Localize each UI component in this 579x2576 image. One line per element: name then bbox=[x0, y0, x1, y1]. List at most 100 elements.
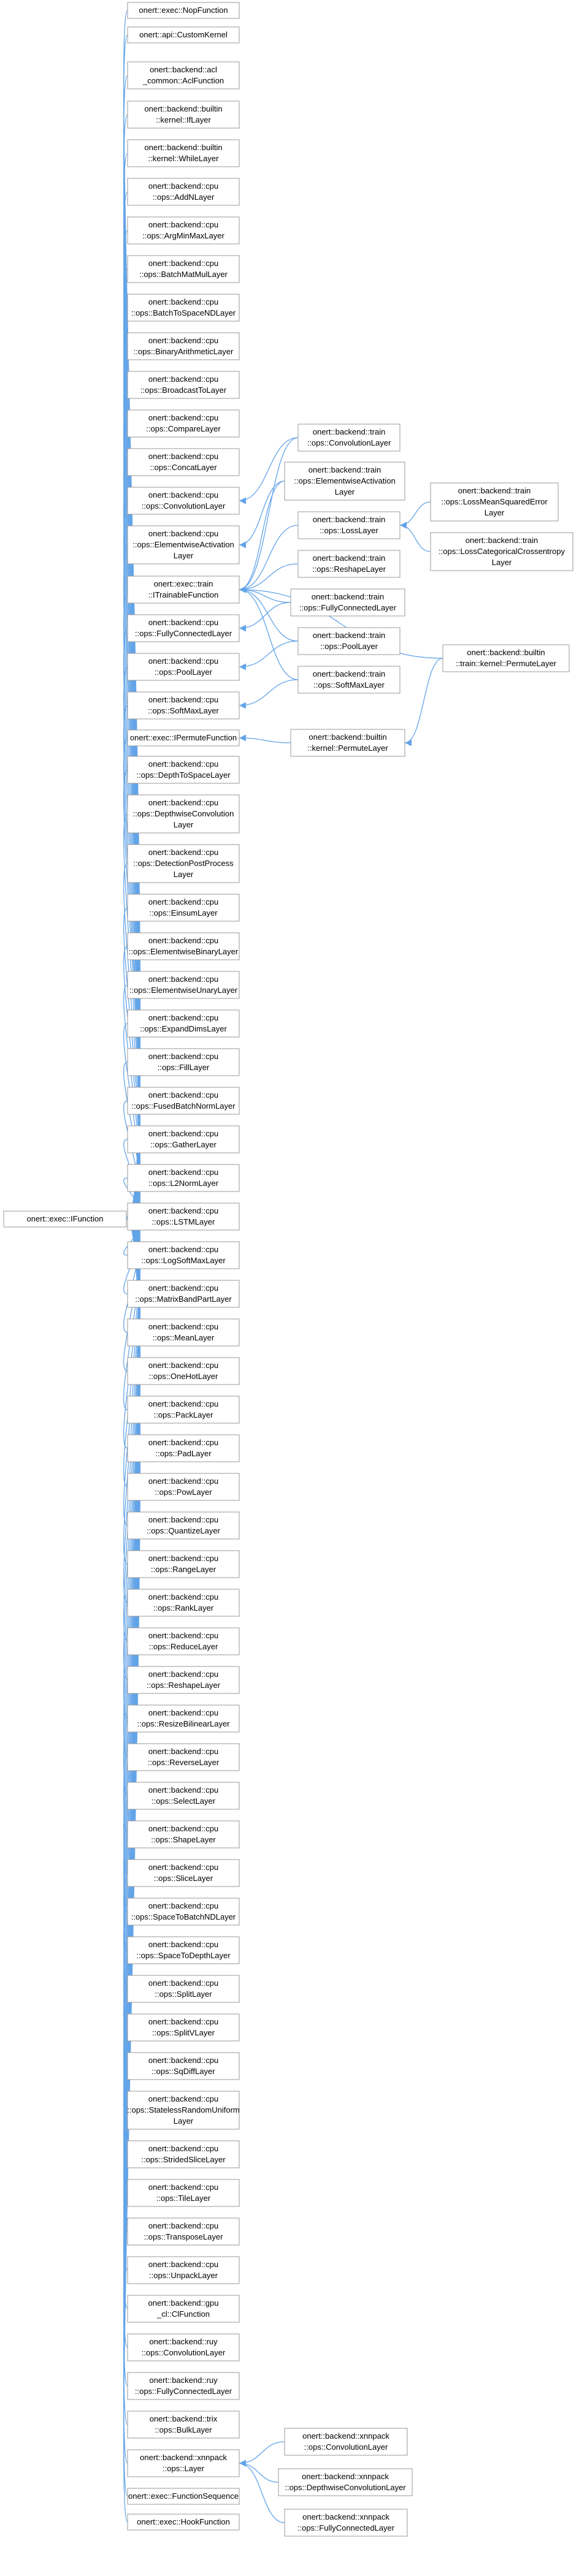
class-node-split-v-layer[interactable]: onert::backend::cpu::ops::SplitVLayer bbox=[127, 2013, 240, 2042]
class-node-train-loss-layer[interactable]: onert::backend::train::ops::LossLayer bbox=[297, 511, 401, 539]
class-node-broadcast-to-layer[interactable]: onert::backend::cpu::ops::BroadcastToLay… bbox=[127, 371, 240, 399]
class-node-loss-mean-squared-error-layer[interactable]: onert::backend::train::ops::LossMeanSqua… bbox=[430, 482, 559, 522]
class-node-label: onert::backend::cpu bbox=[148, 181, 218, 191]
class-node-slice-layer[interactable]: onert::backend::cpu::ops::SliceLayer bbox=[127, 1859, 240, 1887]
class-node-sq-diff-layer[interactable]: onert::backend::cpu::ops::SqDiffLayer bbox=[127, 2052, 240, 2080]
class-node-rank-layer[interactable]: onert::backend::cpu::ops::RankLayer bbox=[127, 1589, 240, 1617]
class-node-lstm-layer[interactable]: onert::backend::cpu::ops::LSTMLayer bbox=[127, 1203, 240, 1231]
class-node-unpack-layer[interactable]: onert::backend::cpu::ops::UnpackLayer bbox=[127, 2256, 240, 2284]
class-node-pow-layer[interactable]: onert::backend::cpu::ops::PowLayer bbox=[127, 1473, 240, 1501]
class-node-split-layer[interactable]: onert::backend::cpu::ops::SplitLayer bbox=[127, 1975, 240, 2003]
class-node-custom-kernel[interactable]: onert::api::CustomKernel bbox=[127, 26, 240, 44]
class-node-log-soft-max-layer[interactable]: onert::backend::cpu::ops::LogSoftMaxLaye… bbox=[127, 1241, 240, 1269]
class-node-label: ::ops::BulkLayer bbox=[155, 2425, 212, 2434]
class-node-builtin-permute-layer[interactable]: onert::backend::builtin::kernel::Permute… bbox=[290, 729, 405, 757]
class-node-tile-layer[interactable]: onert::backend::cpu::ops::TileLayer bbox=[127, 2179, 240, 2207]
class-node-fused-batch-norm-layer[interactable]: onert::backend::cpu::ops::FusedBatchNorm… bbox=[127, 1087, 240, 1115]
class-node-pad-layer[interactable]: onert::backend::cpu::ops::PadLayer bbox=[127, 1434, 240, 1462]
class-node-train-permute-layer[interactable]: onert::backend::builtin::train::kernel::… bbox=[442, 644, 570, 672]
class-node-i-permute-function[interactable]: onert::exec::IPermuteFunction bbox=[127, 729, 240, 747]
class-node-label: ::ops::FullyConnectedLayer bbox=[135, 629, 232, 638]
class-node-box bbox=[127, 2091, 240, 2130]
class-node-train-reshape-layer[interactable]: onert::backend::train::ops::ReshapeLayer bbox=[297, 550, 401, 578]
class-node-add-n-layer[interactable]: onert::backend::cpu::ops::AddNLayer bbox=[127, 178, 240, 206]
class-node-ruy-fully-connected-layer[interactable]: onert::backend::ruy::ops::FullyConnected… bbox=[127, 2372, 240, 2400]
class-node-binary-arithmetic-layer[interactable]: onert::backend::cpu::ops::BinaryArithmet… bbox=[127, 332, 240, 360]
class-node-gather-layer[interactable]: onert::backend::cpu::ops::GatherLayer bbox=[127, 1125, 240, 1153]
class-node-compare-layer[interactable]: onert::backend::cpu::ops::CompareLayer bbox=[127, 409, 240, 438]
class-node-batch-to-space-nd-layer[interactable]: onert::backend::cpu::ops::BatchToSpaceND… bbox=[127, 294, 240, 322]
class-node-expand-dims-layer[interactable]: onert::backend::cpu::ops::ExpandDimsLaye… bbox=[127, 1009, 240, 1038]
class-node-loss-categorical-crossentropy-layer[interactable]: onert::backend::train::ops::LossCategori… bbox=[430, 532, 573, 571]
class-node-reduce-layer[interactable]: onert::backend::cpu::ops::ReduceLayer bbox=[127, 1627, 240, 1655]
class-node-box bbox=[127, 794, 240, 834]
class-node-strided-slice-layer[interactable]: onert::backend::cpu::ops::StridedSliceLa… bbox=[127, 2140, 240, 2168]
class-node-depthwise-convolution-layer[interactable]: onert::backend::cpu::ops::DepthwiseConvo… bbox=[127, 794, 240, 834]
class-node-elementwise-activation-layer[interactable]: onert::backend::cpu::ops::ElementwiseAct… bbox=[127, 525, 240, 564]
class-node-act-function[interactable]: onert::backend::acl_common::AclFunction bbox=[127, 61, 240, 89]
class-node-train-pool-layer[interactable]: onert::backend::train::ops::PoolLayer bbox=[297, 627, 401, 655]
edge-train-elementwise-activation-layer-to-i-trainable-function bbox=[239, 481, 285, 593]
class-node-fully-connected-layer[interactable]: onert::backend::cpu::ops::FullyConnected… bbox=[127, 614, 240, 642]
class-node-label: ::ops::PowLayer bbox=[155, 1487, 212, 1497]
class-node-reshape-layer[interactable]: onert::backend::cpu::ops::ReshapeLayer bbox=[127, 1666, 240, 1694]
class-node-select-layer[interactable]: onert::backend::cpu::ops::SelectLayer bbox=[127, 1782, 240, 1810]
class-node-range-layer[interactable]: onert::backend::cpu::ops::RangeLayer bbox=[127, 1550, 240, 1578]
edge-train-fully-connected-layer-to-fully-connected-layer bbox=[239, 602, 291, 632]
class-node-reverse-layer[interactable]: onert::backend::cpu::ops::ReverseLayer bbox=[127, 1743, 240, 1771]
class-node-i-trainable-function[interactable]: onert::exec::train::ITrainableFunction bbox=[127, 576, 240, 604]
class-node-label: onert::backend::cpu bbox=[148, 1824, 218, 1833]
class-node-elementwise-unary-layer[interactable]: onert::backend::cpu::ops::ElementwiseUna… bbox=[127, 971, 240, 999]
class-node-mean-layer[interactable]: onert::backend::cpu::ops::MeanLayer bbox=[127, 1318, 240, 1347]
class-node-shape-layer[interactable]: onert::backend::cpu::ops::ShapeLayer bbox=[127, 1820, 240, 1848]
class-node-concat-layer[interactable]: onert::backend::cpu::ops::ConcatLayer bbox=[127, 448, 240, 476]
class-node-train-fully-connected-layer[interactable]: onert::backend::train::ops::FullyConnect… bbox=[290, 588, 405, 617]
class-node-batch-mat-mul-layer[interactable]: onert::backend::cpu::ops::BatchMatMulLay… bbox=[127, 255, 240, 283]
class-node-fill-layer[interactable]: onert::backend::cpu::ops::FillLayer bbox=[127, 1048, 240, 1076]
class-node-ruy-convolution-layer[interactable]: onert::backend::ruy::ops::ConvolutionLay… bbox=[127, 2333, 240, 2361]
class-node-label: ::ops::L2NormLayer bbox=[148, 1179, 219, 1188]
class-node-bulk-layer[interactable]: onert::backend::trix::ops::BulkLayer bbox=[127, 2411, 240, 2439]
class-node-xnnpack-depthwise-convolution-layer[interactable]: onert::backend::xnnpack::ops::DepthwiseC… bbox=[278, 2468, 413, 2496]
class-node-xnnpack-fully-connected-layer[interactable]: onert::backend::xnnpack::ops::FullyConne… bbox=[284, 2509, 408, 2537]
class-node-quantize-layer[interactable]: onert::backend::cpu::ops::QuantizeLayer bbox=[127, 1511, 240, 1540]
class-node-box bbox=[290, 729, 405, 757]
class-node-i-function[interactable]: onert::exec::IFunction bbox=[3, 1210, 127, 1228]
class-node-nop-function[interactable]: onert::exec::NopFunction bbox=[127, 2, 240, 19]
class-node-hook-function[interactable]: onert::exec::HookFunction bbox=[127, 2513, 240, 2531]
class-node-detection-post-process-layer[interactable]: onert::backend::cpu::ops::DetectionPostP… bbox=[127, 844, 240, 883]
class-node-label: Layer bbox=[174, 870, 194, 879]
class-node-train-elementwise-activation-layer[interactable]: onert::backend::train::ops::ElementwiseA… bbox=[284, 462, 405, 501]
class-node-einsum-layer[interactable]: onert::backend::cpu::ops::EinsumLayer bbox=[127, 894, 240, 922]
class-node-depth-to-space-layer[interactable]: onert::backend::cpu::ops::DepthToSpaceLa… bbox=[127, 756, 240, 784]
class-node-matrix-band-part-layer[interactable]: onert::backend::cpu::ops::MatrixBandPart… bbox=[127, 1280, 240, 1308]
class-node-if-layer[interactable]: onert::backend::builtin::kernel::IfLayer bbox=[127, 101, 240, 129]
class-node-l2-norm-layer[interactable]: onert::backend::cpu::ops::L2NormLayer bbox=[127, 1164, 240, 1192]
class-node-one-hot-layer[interactable]: onert::backend::cpu::ops::OneHotLayer bbox=[127, 1357, 240, 1385]
class-node-function-sequence[interactable]: onert::exec::FunctionSequence bbox=[127, 2488, 240, 2505]
class-node-box bbox=[127, 1936, 240, 1964]
class-node-train-convolution-layer[interactable]: onert::backend::train::ops::ConvolutionL… bbox=[297, 424, 401, 452]
class-node-space-to-batch-nd-layer[interactable]: onert::backend::cpu::ops::SpaceToBatchND… bbox=[127, 1898, 240, 1926]
class-node-elementwise-binary-layer[interactable]: onert::backend::cpu::ops::ElementwiseBin… bbox=[127, 932, 240, 960]
class-node-cl-function[interactable]: onert::backend::gpu_cl::ClFunction bbox=[127, 2295, 240, 2323]
class-node-stateless-random-uniform-layer[interactable]: onert::backend::cpu::ops::StatelessRando… bbox=[127, 2091, 240, 2130]
class-node-soft-max-layer[interactable]: onert::backend::cpu::ops::SoftMaxLayer bbox=[127, 691, 240, 720]
class-node-label: ::ops::SpaceToDepthLayer bbox=[136, 1951, 231, 1960]
class-node-box bbox=[127, 1396, 240, 1424]
class-node-train-soft-max-layer[interactable]: onert::backend::train::ops::SoftMaxLayer bbox=[297, 666, 401, 694]
class-node-xnnpack-convolution-layer[interactable]: onert::backend::xnnpack::ops::Convolutio… bbox=[284, 2428, 408, 2456]
class-node-resize-bilinear-layer[interactable]: onert::backend::cpu::ops::ResizeBilinear… bbox=[127, 1704, 240, 1733]
class-node-convolution-layer[interactable]: onert::backend::cpu::ops::ConvolutionLay… bbox=[127, 487, 240, 515]
edge-train-permute-layer-to-i-trainable-function bbox=[239, 586, 443, 659]
class-node-transpose-layer[interactable]: onert::backend::cpu::ops::TransposeLayer bbox=[127, 2217, 240, 2246]
class-node-pack-layer[interactable]: onert::backend::cpu::ops::PackLayer bbox=[127, 1396, 240, 1424]
class-node-label: onert::backend::train bbox=[312, 592, 385, 601]
class-node-label: ::ops::FullyConnectedLayer bbox=[299, 603, 397, 612]
class-node-space-to-depth-layer[interactable]: onert::backend::cpu::ops::SpaceToDepthLa… bbox=[127, 1936, 240, 1964]
class-node-pool-layer[interactable]: onert::backend::cpu::ops::PoolLayer bbox=[127, 653, 240, 681]
class-node-label: ::ops::SoftMaxLayer bbox=[313, 680, 385, 690]
class-node-while-layer[interactable]: onert::backend::builtin::kernel::WhileLa… bbox=[127, 139, 240, 167]
class-node-xnnpack-layer[interactable]: onert::backend::xnnpack::ops::Layer bbox=[127, 2449, 240, 2477]
class-node-arg-min-max-layer[interactable]: onert::backend::cpu::ops::ArgMinMaxLayer bbox=[127, 216, 240, 245]
